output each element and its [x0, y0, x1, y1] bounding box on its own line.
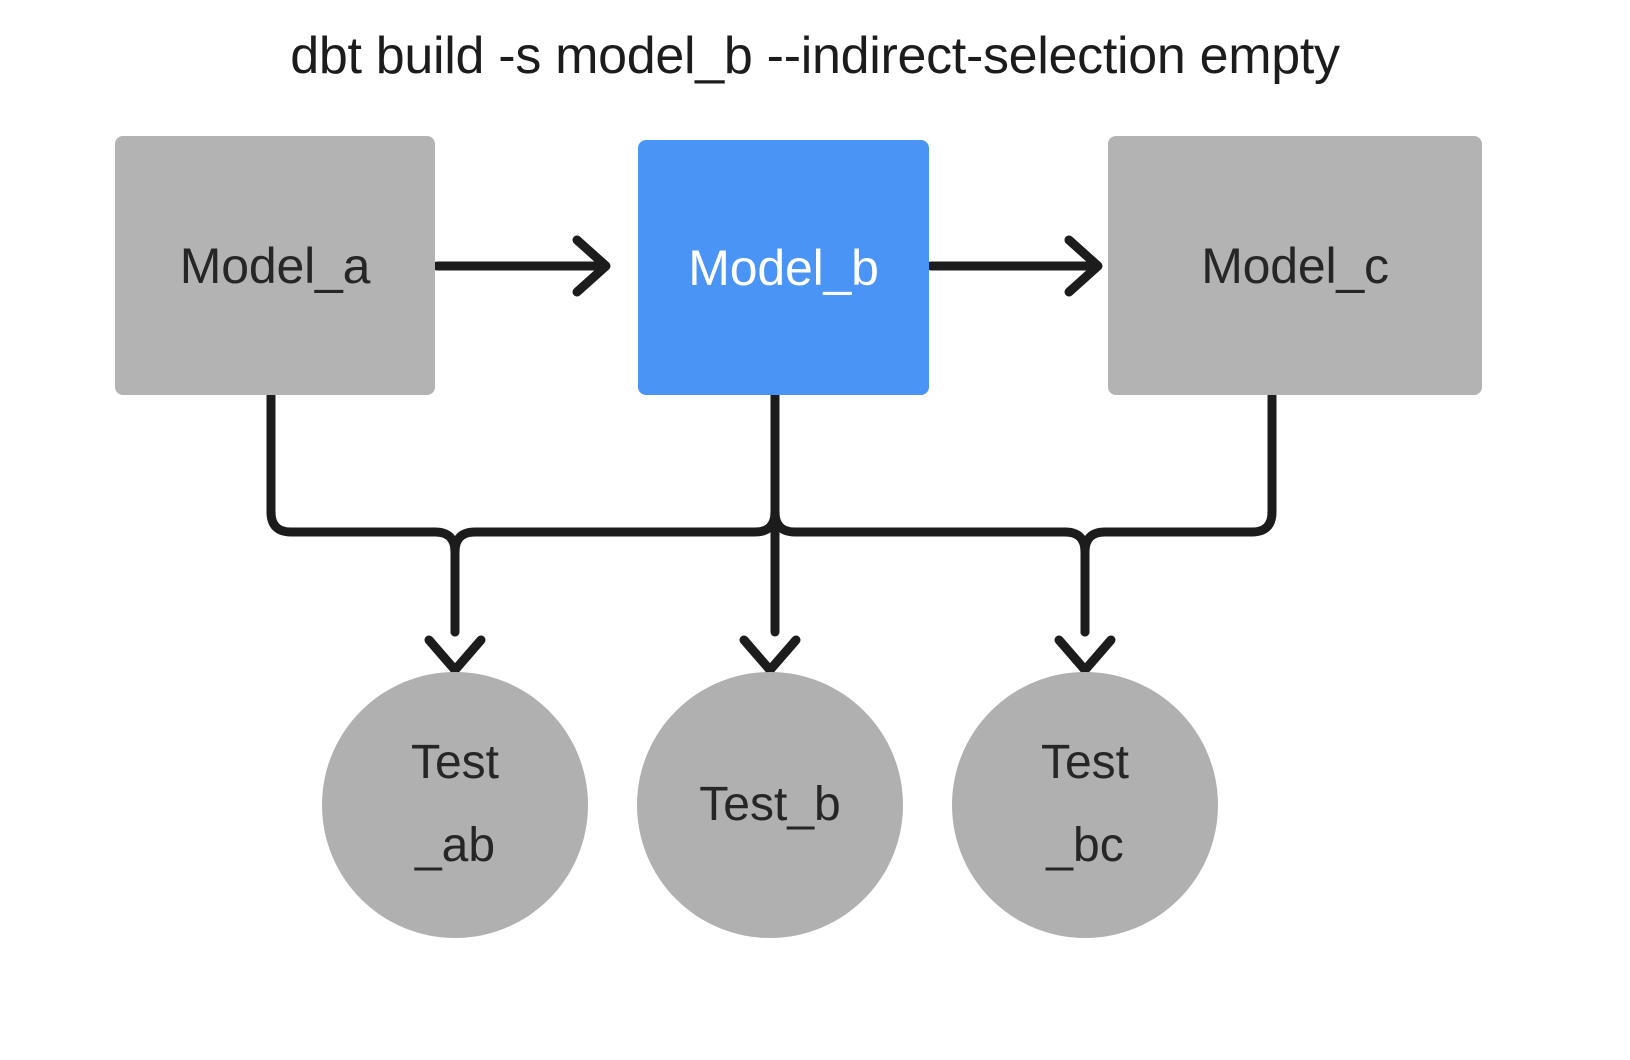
edge-model-b-to-test-bc [770, 391, 1090, 637]
test-node-test-bc[interactable]: Test _bc [952, 672, 1218, 938]
arrowhead-test-ab-inbound [424, 635, 486, 675]
edge-model-c-to-test-bc [1080, 391, 1277, 637]
test-node-label: Test_b [699, 777, 841, 831]
edge-model-b-to-test-ab [450, 391, 780, 637]
model-node-label: Model_c [1201, 237, 1389, 294]
model-node-model-b[interactable]: Model_b [638, 140, 929, 395]
arrowhead-test-b-inbound [739, 635, 801, 675]
test-node-label: Test _ab [410, 736, 500, 872]
edge-model-a-to-test-ab [266, 391, 460, 637]
arrowhead-model-c-inbound [1064, 235, 1103, 297]
test-node-label: Test _bc [1040, 736, 1130, 872]
model-node-model-a[interactable]: Model_a [115, 136, 435, 395]
test-node-test-b[interactable]: Test_b [637, 672, 903, 938]
arrowhead-model-b-inbound [572, 235, 611, 297]
model-node-model-c[interactable]: Model_c [1108, 136, 1482, 395]
test-node-test-ab[interactable]: Test _ab [322, 672, 588, 938]
arrowhead-test-bc-inbound [1054, 635, 1116, 675]
model-node-label: Model_b [688, 239, 879, 296]
diagram-title: dbt build -s model_b --indirect-selectio… [290, 27, 1340, 85]
model-node-label: Model_a [179, 237, 371, 294]
